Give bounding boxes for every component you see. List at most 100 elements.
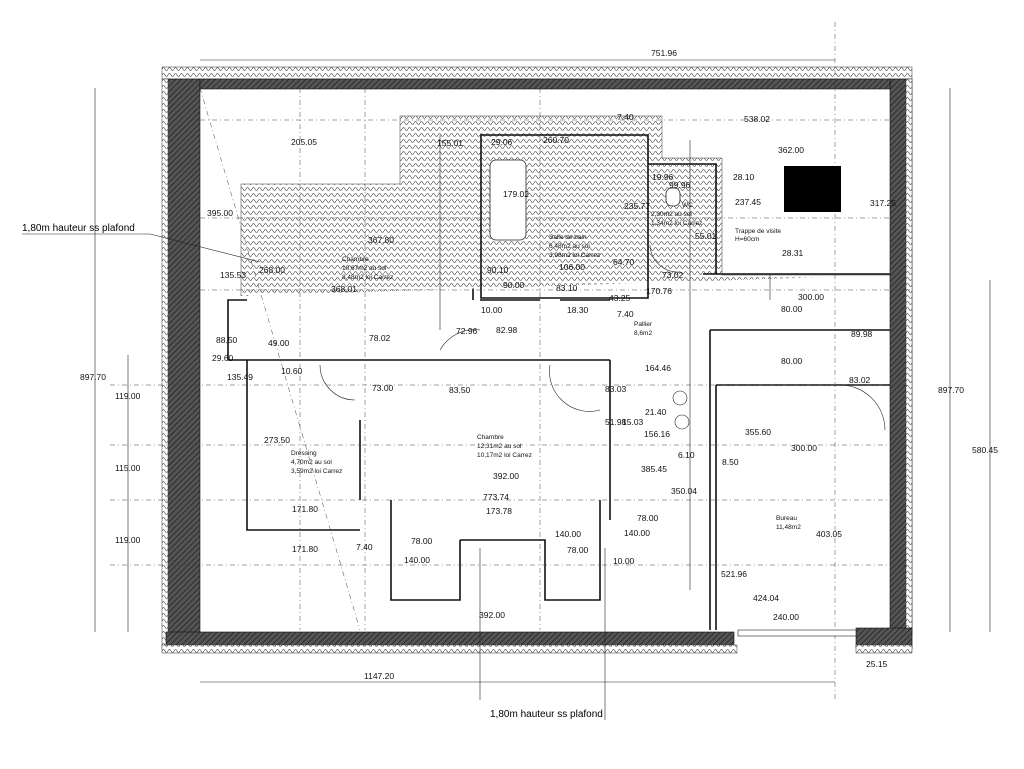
door-swing [549,364,601,412]
room-area: 4,70m2 au sol [291,459,332,466]
dim-label: 368.01 [331,284,357,294]
dim-label: 235.77 [624,201,650,211]
dim-label: 78.00 [637,513,659,523]
room-name: Bureau [776,515,797,522]
room-name: Chambre [342,256,369,263]
dim-label: 155.01 [437,138,463,148]
dim-label: 115.00 [115,463,141,473]
room-area: 10,17m2 loi Carrez [477,452,532,459]
dim-label: 205.05 [291,137,317,147]
dim-label: 135.49 [227,372,253,382]
dim-label: 135.53 [220,270,246,280]
dim-label: 385.45 [641,464,667,474]
dim-label: 260.70 [543,135,569,145]
callout-left: 1,80m hauteur ss plafond [22,223,261,263]
interior-walls [227,115,890,630]
room-area: 8,6m2 [634,330,652,337]
dim-label: 83.50 [449,385,471,395]
dim-label: 580.45 [972,445,998,455]
dim-label: 88.50 [216,335,238,345]
dim-label: 49.00 [268,338,290,348]
dim-label: 171.80 [292,504,318,514]
dim-label: 140.00 [624,528,650,538]
dim-label: 538.02 [744,114,770,124]
room-name: Salle de bain [549,234,587,241]
dim-label: 273.50 [264,435,290,445]
dim-label: 78.00 [567,545,589,555]
dim-label: 78.00 [411,536,433,546]
toilet [665,187,681,207]
room-area: H=60cm [735,236,759,243]
room-area: 8,48m2 loi Carrez [342,274,393,281]
dim-label: 10.60 [281,366,303,376]
dim-label: 18.30 [567,305,589,315]
dim-label: 367.80 [368,235,394,245]
dim-label: 6.10 [678,450,695,460]
dim-label: 424.04 [753,593,779,603]
dim-label: 237.45 [735,197,761,207]
dim-label: 15.03 [622,417,644,427]
dim-label: 8.50 [722,457,739,467]
dim-label: 7.40 [617,112,634,122]
room-area: 2,30m2 au sol [651,211,692,218]
dim-label: 72.96 [456,326,478,336]
door-swing [839,384,886,431]
dim-label: 73.00 [372,383,394,393]
dim-label: 29.60 [212,353,234,363]
dim-label: 140.00 [555,529,581,539]
dim-label: 140.00 [404,555,430,565]
dim-label: 28.10 [733,172,755,182]
dim-label: 7.40 [356,542,373,552]
dim-label: 10.00 [481,305,503,315]
dim-label: 521.96 [721,569,747,579]
dim-label: 300.00 [798,292,824,302]
dim-label: 751.96 [651,48,677,58]
dim-label: 7.40 [617,309,634,319]
dim-label: 173.78 [486,506,512,516]
dim-label: 78.02 [369,333,391,343]
dim-label: 179.02 [503,189,529,199]
callout-left-text: 1,80m hauteur ss plafond [22,223,135,234]
dim-label: 43.25 [609,293,631,303]
dim-label: 82.98 [496,325,518,335]
door-swing [319,364,356,401]
room-area: 12,31m2 au sol [477,443,522,450]
dim-label: 21.40 [645,407,667,417]
dim-label: 240.00 [773,612,799,622]
room-name: Dressing [291,450,317,457]
skylight-block [784,166,841,212]
dim-label: 83.02 [849,375,871,385]
door-swing [649,244,679,273]
room-area: 3,59m2 loi Carrez [291,468,342,475]
dim-label: 268.00 [259,265,285,275]
dim-label: 317.25 [870,198,896,208]
exterior-walls [161,66,913,654]
dimension-lines [94,22,991,700]
dim-label: 10.00 [613,556,635,566]
dim-label: 897.70 [938,385,964,395]
dim-label: 106.00 [559,262,585,272]
dim-label: 171.80 [292,544,318,554]
dim-label: 350.04 [671,486,697,496]
dim-label: 19.96 [652,172,674,182]
dim-label: 355.60 [745,427,771,437]
dim-label: 64.70 [613,257,635,267]
bathtub [489,159,527,241]
dim-label: 395.00 [207,208,233,218]
room-name: Chambre [477,434,504,441]
dim-label: 80.00 [781,304,803,314]
door-swing [439,329,481,351]
dim-label: 773.74 [483,492,509,502]
room-name: Trappe de visite [735,228,781,235]
window [737,629,857,637]
dim-label: 83.03 [605,384,627,394]
dim-label: 119.00 [115,391,141,401]
dim-label: 300.00 [791,443,817,453]
dim-label: 362.00 [778,145,804,155]
dim-label: 28.31 [782,248,804,258]
dim-label: 1147.20 [364,671,394,681]
dim-label: 73.02 [662,270,684,280]
fixtures [319,159,886,637]
fixture-circle [672,390,688,406]
room-labels: Chambre 10,67m2 au sol 8,48m2 loi Carrez… [291,202,801,531]
